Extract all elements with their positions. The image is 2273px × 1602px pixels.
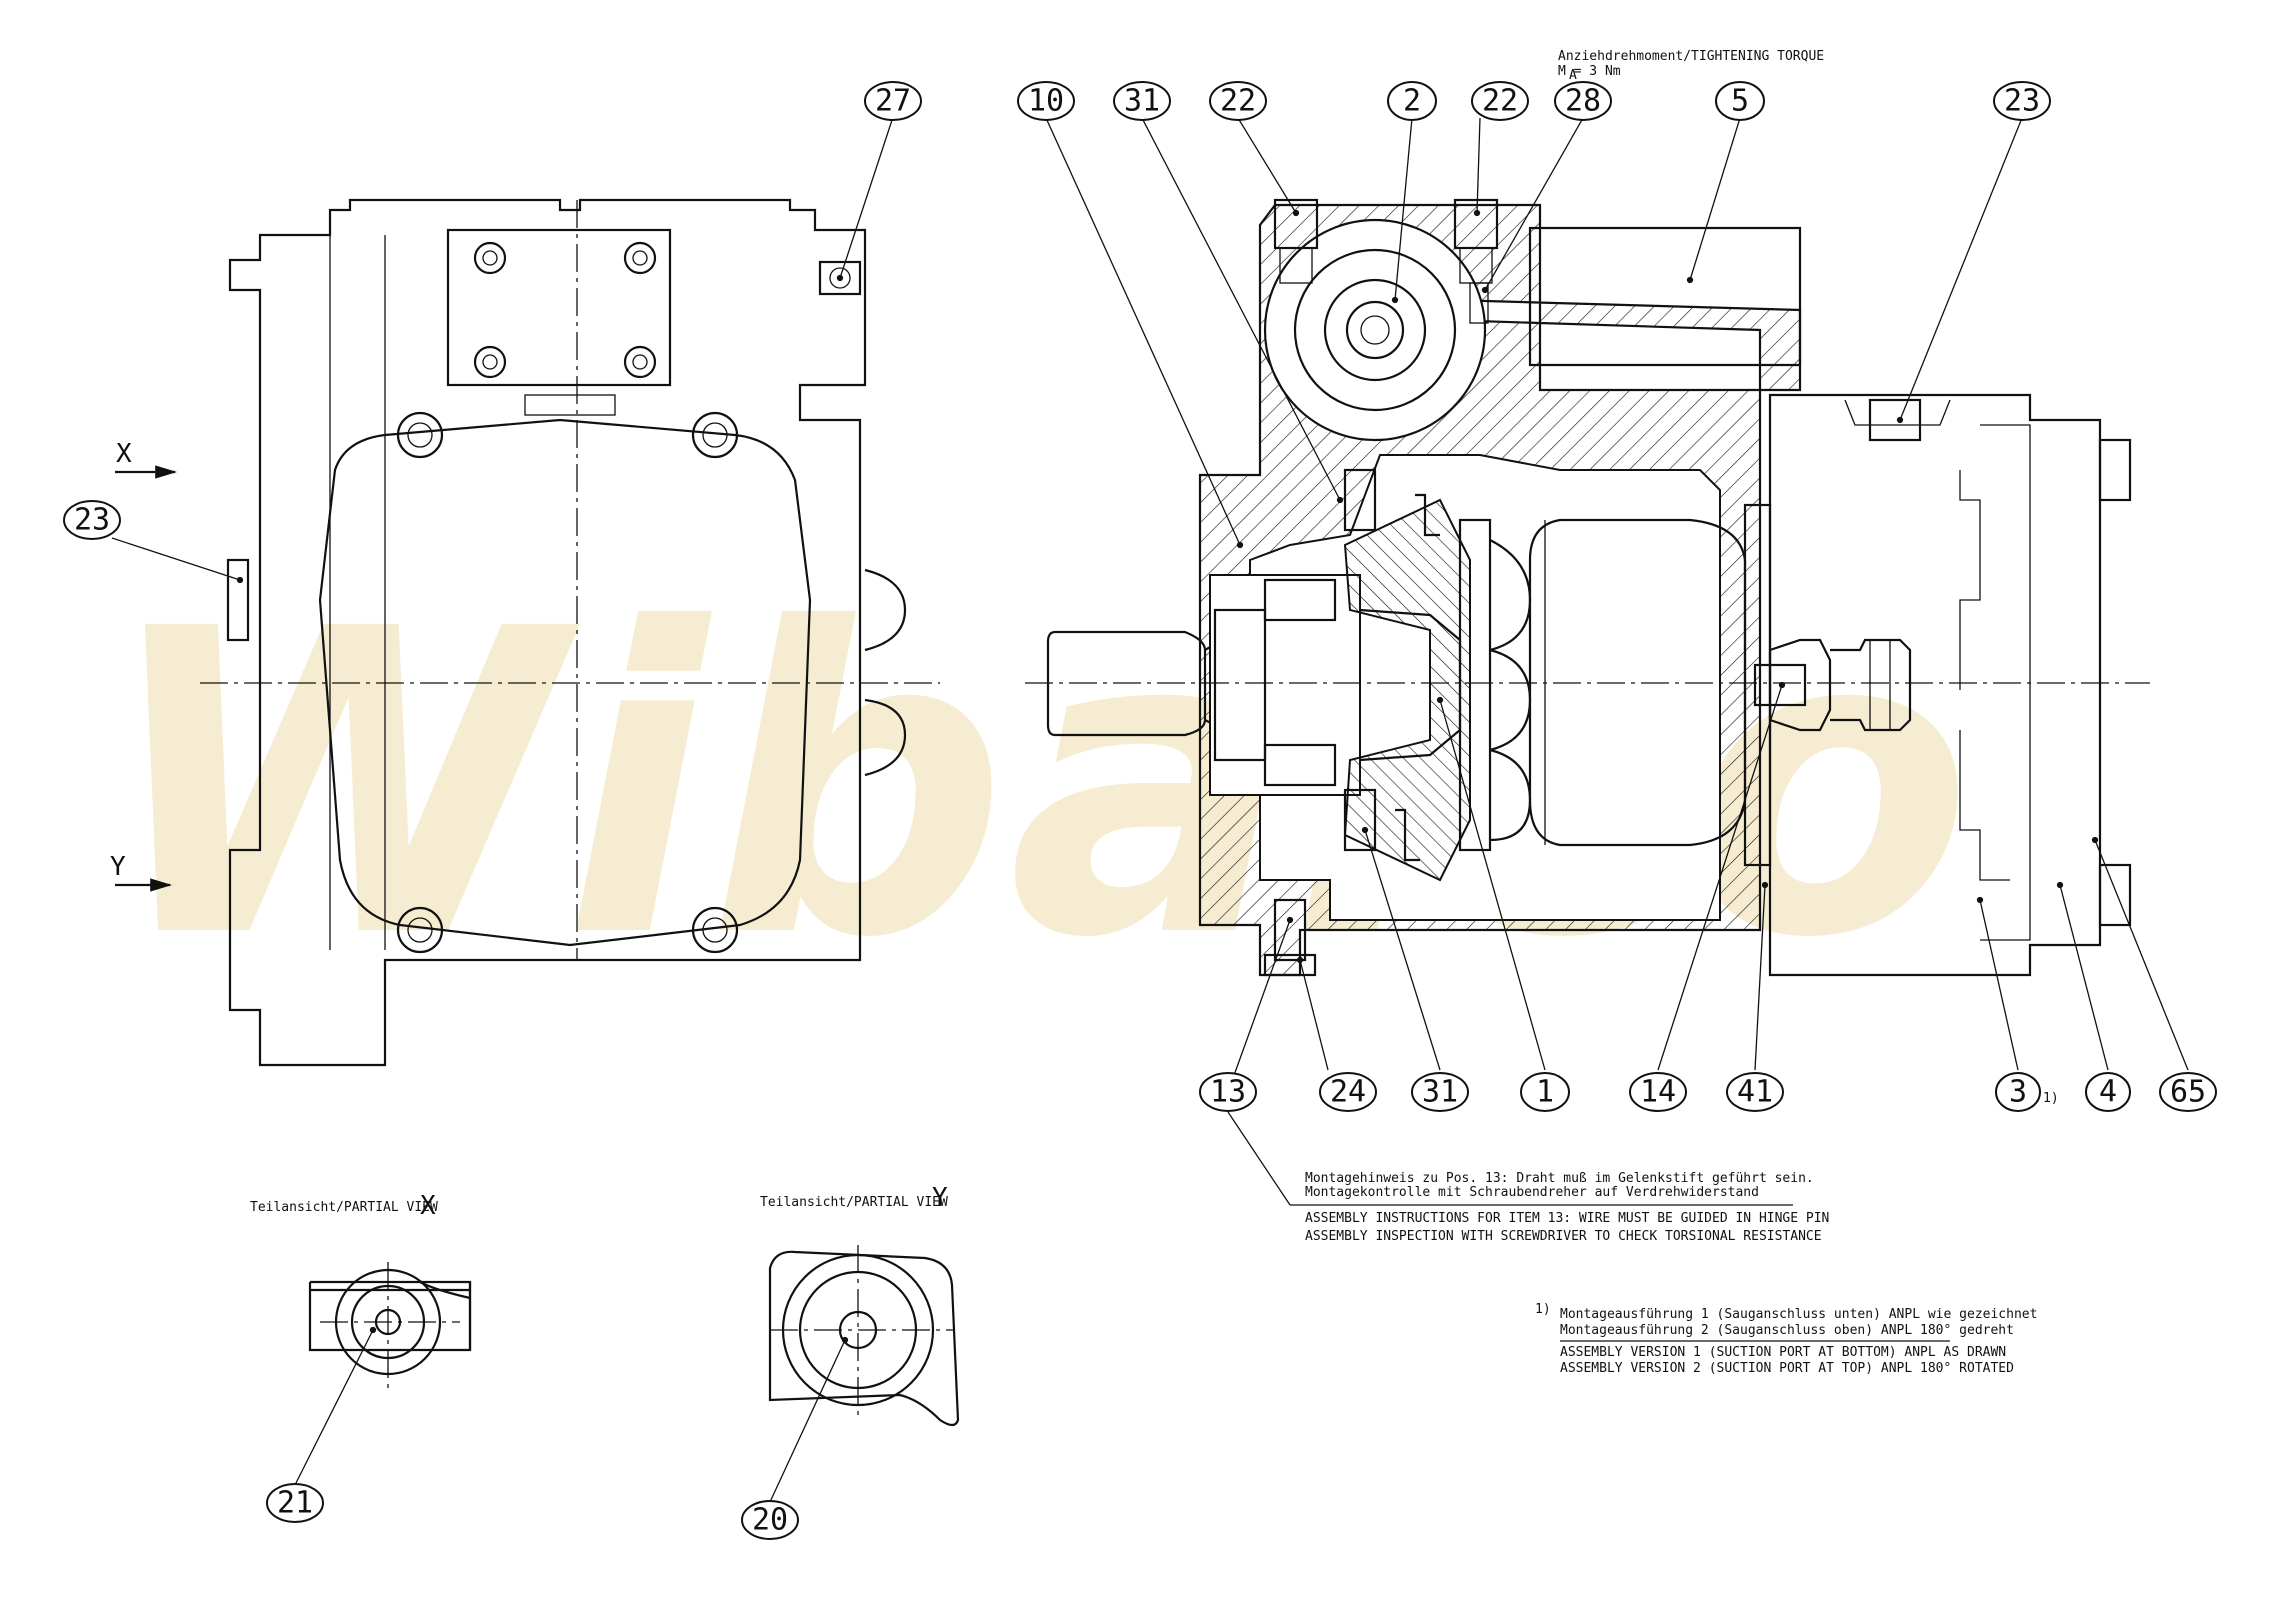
- assembly-instructions-note: Montagehinweis zu Pos. 13: Draht muß im …: [1305, 1171, 1829, 1244]
- svg-text:3: 3: [2009, 1075, 2027, 1110]
- callout-5: 5: [1715, 81, 1765, 121]
- torque-note-line1: Anziehdrehmoment/TIGHTENING TORQUE: [1558, 49, 1824, 64]
- callout-10: 10: [1017, 81, 1075, 121]
- callout-22-right: 22: [1471, 81, 1529, 121]
- torque-note-line2: M = 3 Nm: [1558, 64, 1621, 79]
- svg-text:22: 22: [1220, 84, 1256, 119]
- partial-view-x: Teilansicht/PARTIAL VIEW X: [250, 1191, 472, 1388]
- left-end-view: X Y: [110, 198, 940, 1067]
- svg-text:31: 31: [1124, 84, 1160, 119]
- assembly-note-en2: ASSEMBLY INSPECTION WITH SCREWDRIVER TO …: [1305, 1229, 1822, 1244]
- assembly-note-en1: ASSEMBLY INSTRUCTIONS FOR ITEM 13: WIRE …: [1305, 1211, 1829, 1226]
- callout-27: 27: [864, 81, 922, 121]
- svg-text:23: 23: [74, 503, 110, 538]
- callout-1: 1: [1520, 1072, 1570, 1112]
- callout-13: 13: [1199, 1072, 1257, 1112]
- callout-28: 28: [1554, 81, 1612, 121]
- version-note-marker: 1): [1535, 1302, 1551, 1317]
- callout-3: 3: [1995, 1072, 2041, 1112]
- callout-4: 4: [2085, 1072, 2131, 1112]
- version-note-de2: Montageausführung 2 (Sauganschluss oben)…: [1560, 1323, 2014, 1338]
- callout-31-bottom: 31: [1411, 1072, 1469, 1112]
- svg-text:4: 4: [2099, 1075, 2117, 1110]
- svg-text:41: 41: [1737, 1075, 1773, 1110]
- assembly-note-de1: Montagehinweis zu Pos. 13: Draht muß im …: [1305, 1171, 1814, 1186]
- torque-note: Anziehdrehmoment/TIGHTENING TORQUE M = 3…: [1558, 49, 1824, 83]
- svg-text:2: 2: [1403, 84, 1421, 119]
- partial-view-y: Teilansicht/PARTIAL VIEW Y: [760, 1183, 960, 1427]
- svg-text:28: 28: [1565, 84, 1601, 119]
- assembly-version-note: 1) Montageausführung 1 (Sauganschluss un…: [1535, 1302, 2037, 1376]
- svg-text:27: 27: [875, 84, 911, 119]
- svg-text:22: 22: [1482, 84, 1518, 119]
- callout-31-top: 31: [1113, 81, 1171, 121]
- partial-view-x-label: Teilansicht/PARTIAL VIEW: [250, 1200, 438, 1215]
- callout-65: 65: [2159, 1072, 2217, 1112]
- svg-text:24: 24: [1330, 1075, 1366, 1110]
- view-marker-x: X: [116, 439, 132, 469]
- svg-text:10: 10: [1028, 84, 1064, 119]
- footnote-marker-3: 1): [2043, 1091, 2059, 1106]
- callout-21: 21: [266, 1483, 324, 1523]
- version-note-en1: ASSEMBLY VERSION 1 (SUCTION PORT AT BOTT…: [1560, 1345, 2006, 1360]
- svg-text:1: 1: [1536, 1075, 1554, 1110]
- callouts: 27 23 10 31 22 2 22 28 5 23 13 24 31 1 1…: [63, 81, 2217, 1540]
- partial-view-y-letter: Y: [932, 1183, 948, 1213]
- svg-text:23: 23: [2004, 84, 2040, 119]
- callout-22-left: 22: [1209, 81, 1267, 121]
- callout-2: 2: [1387, 81, 1437, 121]
- svg-text:20: 20: [752, 1503, 788, 1538]
- callout-14: 14: [1629, 1072, 1687, 1112]
- svg-text:65: 65: [2170, 1075, 2206, 1110]
- section-view: [1025, 198, 2150, 977]
- callout-23-right: 23: [1993, 81, 2051, 121]
- callout-24: 24: [1319, 1072, 1377, 1112]
- svg-text:21: 21: [277, 1486, 313, 1521]
- svg-text:31: 31: [1422, 1075, 1458, 1110]
- svg-text:5: 5: [1731, 84, 1749, 119]
- leader-lines: [111, 116, 2189, 1503]
- assembly-note-de2: Montagekontrolle mit Schraubendreher auf…: [1305, 1185, 1759, 1200]
- partial-view-y-label: Teilansicht/PARTIAL VIEW: [760, 1195, 948, 1210]
- svg-text:13: 13: [1210, 1075, 1246, 1110]
- partial-view-x-letter: X: [420, 1191, 436, 1221]
- torque-note-subscript: A: [1569, 68, 1577, 83]
- svg-text:14: 14: [1640, 1075, 1676, 1110]
- callout-20: 20: [741, 1500, 799, 1540]
- view-marker-y: Y: [110, 852, 126, 882]
- callout-41: 41: [1726, 1072, 1784, 1112]
- version-note-en2: ASSEMBLY VERSION 2 (SUCTION PORT AT TOP)…: [1560, 1361, 2014, 1376]
- callout-23-left: 23: [63, 500, 121, 540]
- version-note-de1: Montageausführung 1 (Sauganschluss unten…: [1560, 1307, 2037, 1322]
